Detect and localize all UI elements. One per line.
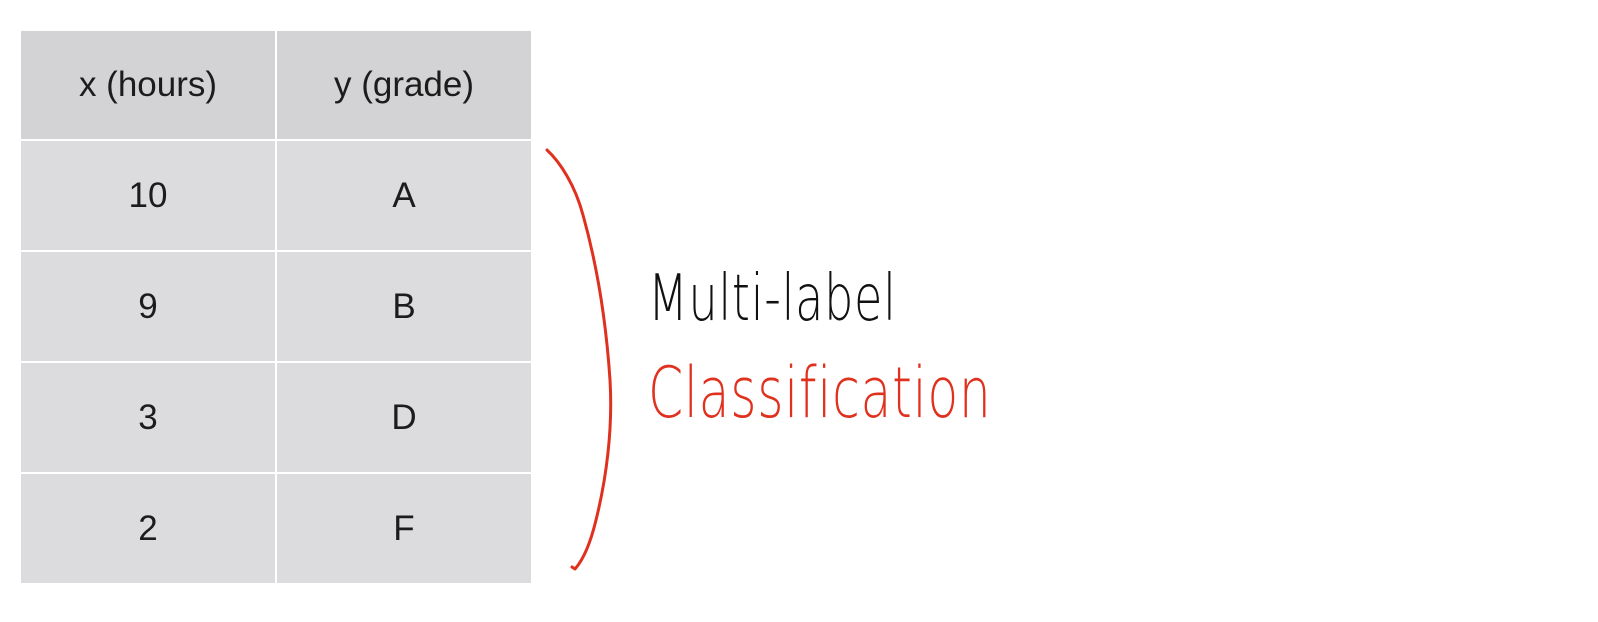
table-cell-y: A [275,139,533,252]
annotation-classification: Classification [648,352,992,434]
table-cell-x: 2 [19,472,277,585]
table-cell-x: 9 [19,250,277,363]
table-row: 10 A [19,139,533,252]
table-cell-y: B [275,250,533,363]
column-header-y: y (grade) [275,29,533,141]
table-cell-y: D [275,361,533,474]
table-row: 3 D [19,361,533,474]
table-row: 9 B [19,250,533,363]
table-cell-x: 3 [19,361,277,474]
data-table: x (hours) y (grade) 10 A 9 B 3 D 2 F [19,29,533,585]
curly-bracket [545,148,613,571]
table-cell-x: 10 [19,139,277,252]
annotation-multi-label: Multi-label [648,262,897,336]
table-header-row: x (hours) y (grade) [19,29,533,141]
column-header-x: x (hours) [19,29,277,141]
table-row: 2 F [19,472,533,585]
table-cell-y: F [275,472,533,585]
